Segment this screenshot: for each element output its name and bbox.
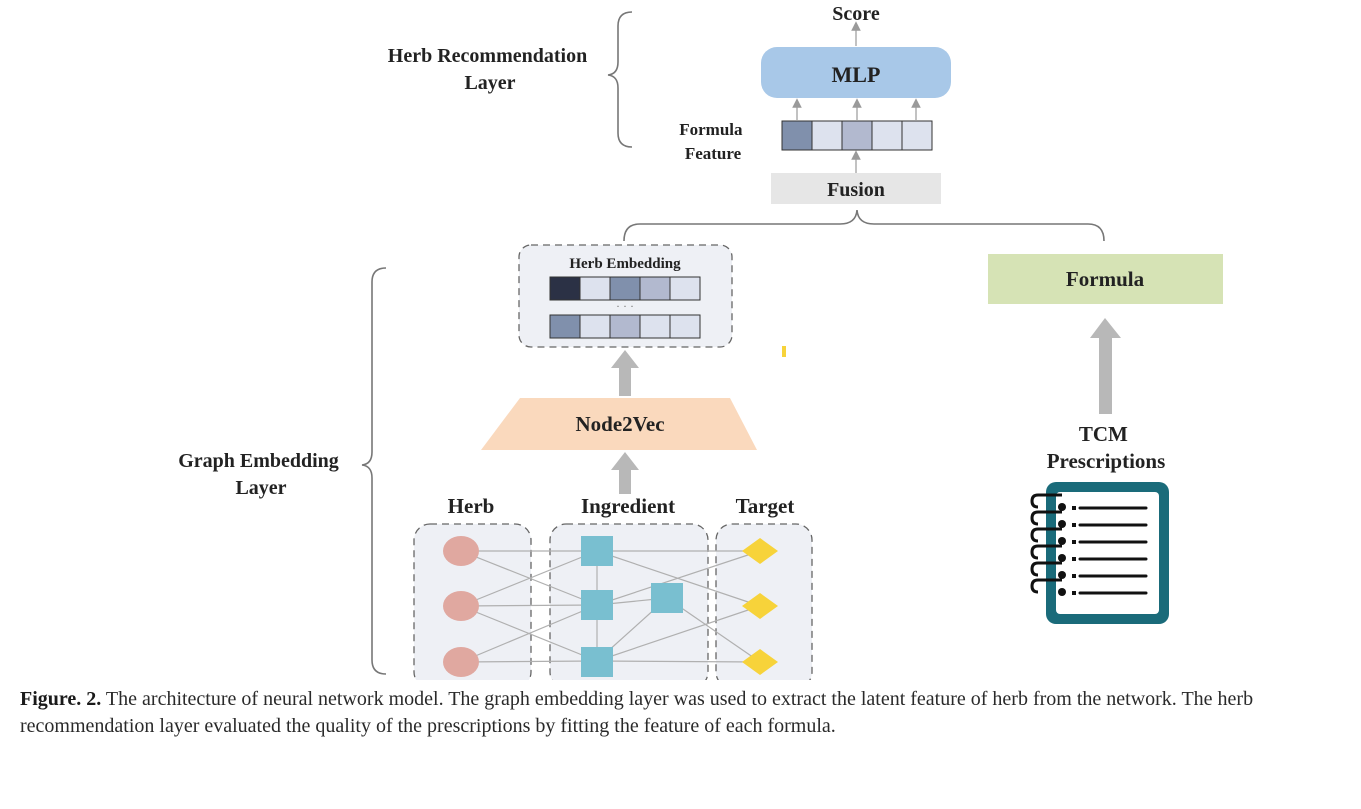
ingredient-nodes xyxy=(581,536,683,677)
score-label: Score xyxy=(832,3,880,25)
herb-node xyxy=(443,536,479,566)
target-node xyxy=(742,593,778,619)
target-node xyxy=(742,649,778,675)
caption-text: The architecture of neural network model… xyxy=(20,688,1254,737)
fusion-box xyxy=(771,173,941,204)
ingredient-node xyxy=(581,590,613,620)
herb-node xyxy=(443,591,479,621)
herb-nodes xyxy=(443,536,479,677)
caption-label: Figure. 2. xyxy=(20,688,102,710)
formula-feature-line1: Formula xyxy=(679,120,743,139)
graph-embed-brace xyxy=(361,267,387,675)
ingredient-group-label: Ingredient xyxy=(581,494,675,518)
tcm-line2: Prescriptions xyxy=(1047,449,1166,473)
ellipsis: · · · xyxy=(616,299,634,313)
node2vec-to-embedding-arrow xyxy=(611,350,639,396)
ingredient-node xyxy=(651,583,683,613)
formula-feature-label: Formula Feature xyxy=(679,120,747,163)
herb-group-label: Herb xyxy=(448,494,495,518)
target-nodes xyxy=(742,538,778,675)
formula-feature-line2: Feature xyxy=(685,144,742,163)
herb-node xyxy=(443,647,479,677)
stray-mark xyxy=(782,346,786,357)
target-node xyxy=(742,538,778,564)
herb-rec-layer-line2: Layer xyxy=(464,72,515,94)
graph-to-node2vec-arrow xyxy=(611,452,639,494)
figure-caption: Figure. 2. The architecture of neural ne… xyxy=(20,686,1345,740)
herb-embedding-vector-1 xyxy=(549,276,701,301)
formula-box xyxy=(988,254,1223,304)
herb-embedding-vector-2 xyxy=(549,314,701,339)
feature-to-mlp-arrows xyxy=(792,98,921,120)
herb-rec-layer-line1: Herb Recommendation xyxy=(388,45,587,67)
tcm-to-formula-arrow xyxy=(1090,318,1121,414)
node2vec-label: Node2Vec xyxy=(575,412,664,436)
formula-feature-vector xyxy=(781,120,933,151)
tcm-line1: TCM xyxy=(1079,422,1128,446)
tcm-label: TCM Prescriptions xyxy=(1047,422,1166,473)
herb-rec-layer-label: Herb Recommendation Layer xyxy=(388,45,592,94)
node2vec-box xyxy=(481,398,757,450)
target-group-label: Target xyxy=(736,494,795,518)
formula-label: Formula xyxy=(1066,267,1145,291)
ingredient-node xyxy=(581,536,613,566)
graph-embed-layer-line1: Graph Embedding xyxy=(178,450,339,472)
herb-rec-brace xyxy=(607,11,633,148)
fusion-label: Fusion xyxy=(827,179,885,201)
graph-embed-layer-label: Graph Embedding Layer xyxy=(178,450,344,499)
herb-embedding-label: Herb Embedding xyxy=(569,256,681,272)
notebook-icon xyxy=(1030,482,1169,624)
architecture-diagram: Herb Recommendation Layer Score MLP Form… xyxy=(178,3,1223,680)
mlp-box xyxy=(761,47,951,98)
ingredient-node xyxy=(581,647,613,677)
fusion-brace xyxy=(623,209,1105,242)
graph-embed-layer-line2: Layer xyxy=(235,477,286,499)
mlp-label: MLP xyxy=(832,62,881,87)
